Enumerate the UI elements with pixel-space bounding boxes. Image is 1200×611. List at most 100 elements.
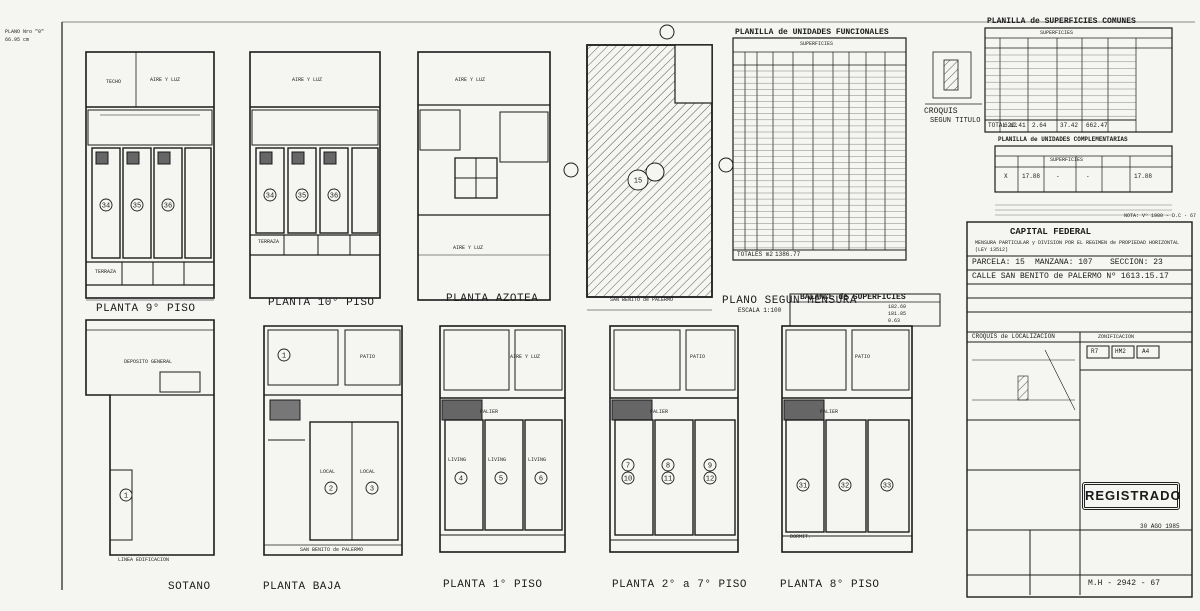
plan-planta-baja (263, 325, 403, 556)
unit-number: 10 (624, 476, 632, 484)
unit-marker-circle (119, 488, 133, 502)
label-aire-luz-9: AIRE Y LUZ (150, 77, 181, 83)
title-sotano: SOTANO (168, 581, 211, 593)
label-living-6: LIVING (528, 457, 547, 463)
unit-number: 35 (133, 203, 141, 211)
label-palier-27: PALIER (650, 409, 669, 415)
balance-value-1: 182.60 (888, 304, 907, 310)
compl-cell-5: 17.88 (1134, 173, 1153, 180)
unit-marker-circle (880, 478, 894, 492)
plan-9-piso (85, 51, 215, 301)
nota: NOTA: Vº 1980 - D.C - 67 (1124, 213, 1197, 219)
croquis-titulo-2: SEGUN TITULO (930, 117, 981, 125)
mensura-scale: ESCALA 1:100 (738, 307, 782, 314)
unit-marker-circle (277, 348, 291, 362)
unit-marker-circle (661, 471, 675, 485)
label-patio-8: PATIO (855, 354, 871, 360)
unit-marker-circle (627, 169, 649, 191)
title-block (966, 221, 1193, 598)
unit-marker-circle (365, 481, 379, 495)
comunes-total-3: 37.42 (1060, 122, 1079, 129)
manzana: MANZANA: 107 (1035, 258, 1093, 267)
label-palier-1p: PALIER (480, 409, 499, 415)
zone-1: R7 (1091, 348, 1099, 355)
compl-cell-2: 17.88 (1022, 173, 1041, 180)
margin-note-1: PLANO Nro "0" (5, 29, 45, 35)
unit-number: 6 (539, 476, 543, 484)
unit-marker-circle (161, 198, 175, 212)
zone-2: HM2 (1115, 348, 1126, 355)
planilla-funcionales-table (732, 37, 907, 261)
planilla-comunes-header: SUPERFICIES (1040, 30, 1074, 36)
croquis-titulo-1: CROQUIS (924, 107, 958, 116)
unit-number: 32 (841, 483, 849, 491)
zone-3: A4 (1142, 348, 1150, 355)
label-terraza-10: TERRAZA (258, 239, 280, 245)
label-deposito: DEPOSITO GENERAL (124, 359, 173, 365)
title-mensura: PLANO SEGUN MENSURA (722, 295, 857, 307)
planilla-funcionales-total-value: 1386.77 (775, 251, 801, 258)
unit-number: 36 (330, 193, 338, 201)
croquis-localizacion: CROQUIS de LOCALIZACION (972, 333, 1055, 340)
balance-value-2: 181.85 (888, 311, 907, 317)
label-palier-8: PALIER (820, 409, 839, 415)
compl-cell-3: - (1056, 173, 1060, 180)
unit-number: 35 (298, 193, 306, 201)
label-patio-27: PATIO (690, 354, 706, 360)
unit-marker-circle (838, 478, 852, 492)
planilla-comunes-table (984, 27, 1173, 133)
stamp-date: 30 AGO 1985 (1140, 523, 1180, 530)
unit-number: 31 (799, 483, 807, 491)
description: MENSURA PARTICULAR y DIVISION POR EL REG… (975, 240, 1180, 253)
unit-marker-circle (703, 458, 717, 472)
unit-number: 4 (459, 476, 463, 484)
croquis-titulo-drawing (925, 51, 982, 105)
comunes-total-2: 2.64 (1032, 122, 1047, 129)
planilla-complementarias-header: SUPERFICIES (1050, 157, 1084, 163)
plan-azotea (417, 51, 551, 301)
calle: CALLE SAN BENITO de PALERMO Nº 1613.15.1… (972, 272, 1169, 281)
label-aire-luz-azotea-2: AIRE Y LUZ (453, 245, 484, 251)
unit-marker-circle (324, 481, 338, 495)
balance-value-3: 0.63 (888, 318, 901, 324)
title-8-piso: PLANTA 8° PISO (780, 579, 880, 591)
unit-number: 33 (883, 483, 891, 491)
unit-number: 1 (282, 353, 286, 361)
seccion: SECCION: 23 (1110, 258, 1163, 267)
label-aire-luz-azotea: AIRE Y LUZ (455, 77, 486, 83)
title-planta-baja: PLANTA BAJA (263, 581, 342, 593)
plan-mensura (563, 24, 734, 311)
planilla-funcionales-title: PLANILLA de UNIDADES FUNCIONALES (735, 28, 889, 37)
parcela: PARCELA: 15 (972, 258, 1025, 267)
planilla-funcionales-header: SUPERFICIES (800, 41, 834, 47)
label-techo-9: TECHO (106, 79, 122, 85)
label-patio-pb: PATIO (360, 354, 376, 360)
plan-sotano (85, 319, 215, 556)
unit-number: 12 (706, 476, 714, 484)
label-terraza-9: TERRAZA (95, 269, 117, 275)
title-2-7-piso: PLANTA 2° a 7° PISO (612, 579, 747, 591)
title-1-piso: PLANTA 1° PISO (443, 579, 543, 591)
unit-marker-circle (494, 471, 508, 485)
plan-1-piso (439, 325, 566, 553)
title-planta-9: PLANTA 9° PISO (96, 303, 196, 315)
planilla-complementarias-title: PLANILLA de UNIDADES COMPLEMENTARIAS (998, 136, 1128, 143)
unit-marker-circle (99, 198, 113, 212)
jurisdiction: CAPITAL FEDERAL (1010, 227, 1092, 237)
label-living-4: LIVING (448, 457, 467, 463)
zonificacion-label: ZONIFICACION (1098, 334, 1135, 340)
label-aire-luz-1p: AIRE Y LUZ (510, 354, 541, 360)
label-calle-mensura: SAN BENITO de PALERMO (610, 297, 674, 303)
comunes-total-1: 622.41 (1004, 122, 1026, 129)
unit-number: 9 (708, 463, 712, 471)
unit-number: 7 (626, 463, 630, 471)
unit-marker-circle (295, 188, 309, 202)
unit-marker-circle (327, 188, 341, 202)
label-dormit-8: DORMIT. (790, 534, 812, 540)
compl-cell-4: - (1086, 173, 1090, 180)
unit-number: 2 (329, 486, 333, 494)
unit-number: 3 (370, 486, 374, 494)
unit-number: 11 (664, 476, 672, 484)
plan-10-piso (249, 51, 381, 299)
